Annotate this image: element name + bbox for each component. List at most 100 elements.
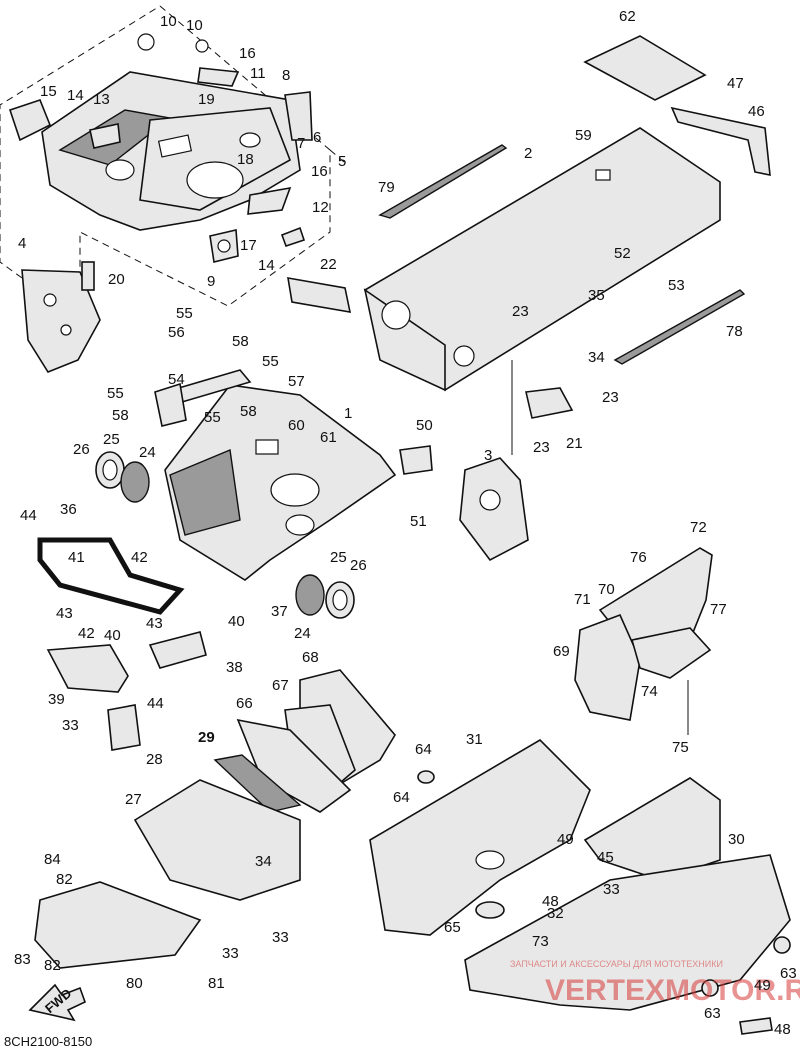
watermark-large: VERTEXMOTOR.RU: [545, 974, 800, 1007]
callout: 67: [272, 677, 289, 694]
callout: 23: [512, 303, 529, 320]
callout: 21: [566, 435, 583, 452]
callout: 14: [67, 87, 84, 104]
callout: 83: [14, 951, 31, 968]
callout: 3: [484, 447, 492, 464]
callout: 55: [204, 409, 221, 426]
callout: 24: [294, 625, 311, 642]
callout: 8: [282, 67, 290, 84]
grommet-group-left: [95, 451, 150, 503]
callout: 72: [690, 519, 707, 536]
callout: 33: [603, 881, 620, 898]
callout: 37: [271, 603, 288, 620]
bottom-pan-30: [464, 854, 791, 1035]
callout: 30: [728, 831, 745, 848]
callout: 29: [198, 729, 215, 746]
handle-36: [37, 537, 185, 615]
callout: 23: [602, 389, 619, 406]
callout: 18: [237, 151, 254, 168]
callout: 52: [614, 245, 631, 262]
bracket-4: [21, 261, 101, 373]
plate-50: [399, 445, 433, 475]
panel-69: [574, 613, 641, 721]
callout: 54: [168, 371, 185, 388]
leader-dash: [329, 149, 345, 163]
callout: 74: [641, 683, 658, 700]
callout: 58: [232, 333, 249, 350]
callout: 40: [228, 613, 245, 630]
pad-62: [583, 35, 707, 101]
callout: 57: [288, 373, 305, 390]
bracket-28: [107, 704, 141, 751]
callout: 35: [588, 287, 605, 304]
bracket-21: [525, 387, 574, 419]
callout: 48: [542, 893, 559, 910]
callout: 2: [524, 145, 532, 162]
callout: 10: [186, 17, 203, 34]
callout: 15: [40, 83, 57, 100]
callout: 48: [774, 1021, 791, 1038]
callout: 46: [748, 103, 765, 120]
callout: 41: [68, 549, 85, 566]
callout: 26: [73, 441, 90, 458]
callouts: 62 47 46 59 2 79 10 10 16 11 8 15 14 13 …: [14, 8, 797, 1038]
callout: 53: [668, 277, 685, 294]
callout: 7: [297, 135, 305, 152]
callout: 66: [236, 695, 253, 712]
callout: 33: [222, 945, 239, 962]
callout: 39: [48, 691, 65, 708]
callout: 55: [262, 353, 279, 370]
callout: 51: [410, 513, 427, 530]
tunnel-2: [363, 127, 721, 392]
callout: 40: [104, 627, 121, 644]
cowl-27: [133, 779, 301, 901]
callout: 25: [330, 549, 347, 566]
callout: 63: [704, 1005, 721, 1022]
callout: 49: [754, 977, 771, 994]
callout: 12: [312, 199, 329, 216]
fwd-arrow-icon: [28, 983, 86, 1022]
bottom-pan-31: [369, 738, 591, 936]
callout: 23: [533, 439, 550, 456]
strip-79: [378, 144, 508, 219]
callout: 76: [630, 549, 647, 566]
callout: 68: [302, 649, 319, 666]
callout: 49: [557, 831, 574, 848]
callout: 79: [378, 179, 395, 196]
callout: 58: [112, 407, 129, 424]
bracket-38: [148, 631, 207, 669]
callout: 9: [207, 273, 215, 290]
callout: 56: [168, 324, 185, 341]
callout: 55: [107, 385, 124, 402]
panel-74: [630, 627, 712, 679]
callout: 71: [574, 591, 591, 608]
callout: 60: [288, 417, 305, 434]
callout: 44: [147, 695, 164, 712]
upper-frame-assembly: [8, 33, 313, 263]
callout: 42: [131, 549, 148, 566]
callout: 1: [344, 405, 352, 422]
callout: 36: [60, 501, 77, 518]
callout: 28: [146, 751, 163, 768]
callout: 70: [598, 581, 615, 598]
callout: 63: [780, 965, 797, 982]
callout: 59: [575, 127, 592, 144]
watermark-small: ЗАПЧАСТИ И АКСЕССУАРЫ ДЛЯ МОТОТЕХНИКИ: [510, 959, 723, 969]
callout: 45: [597, 849, 614, 866]
callout: 11: [250, 65, 266, 82]
callout: 16: [311, 163, 328, 180]
callout: 47: [727, 75, 744, 92]
callout: 77: [710, 601, 727, 618]
callout: 43: [56, 605, 73, 622]
callout: 14: [258, 257, 275, 274]
callout: 81: [208, 975, 225, 992]
callout: 17: [240, 237, 257, 254]
callout: 34: [588, 349, 605, 366]
callout: 58: [240, 403, 257, 420]
callout: 6: [313, 129, 321, 146]
callout: 84: [44, 851, 61, 868]
callout: 73: [532, 933, 549, 950]
callout: 19: [198, 91, 215, 108]
callout: 44: [20, 507, 37, 524]
callout: 82: [44, 957, 61, 974]
